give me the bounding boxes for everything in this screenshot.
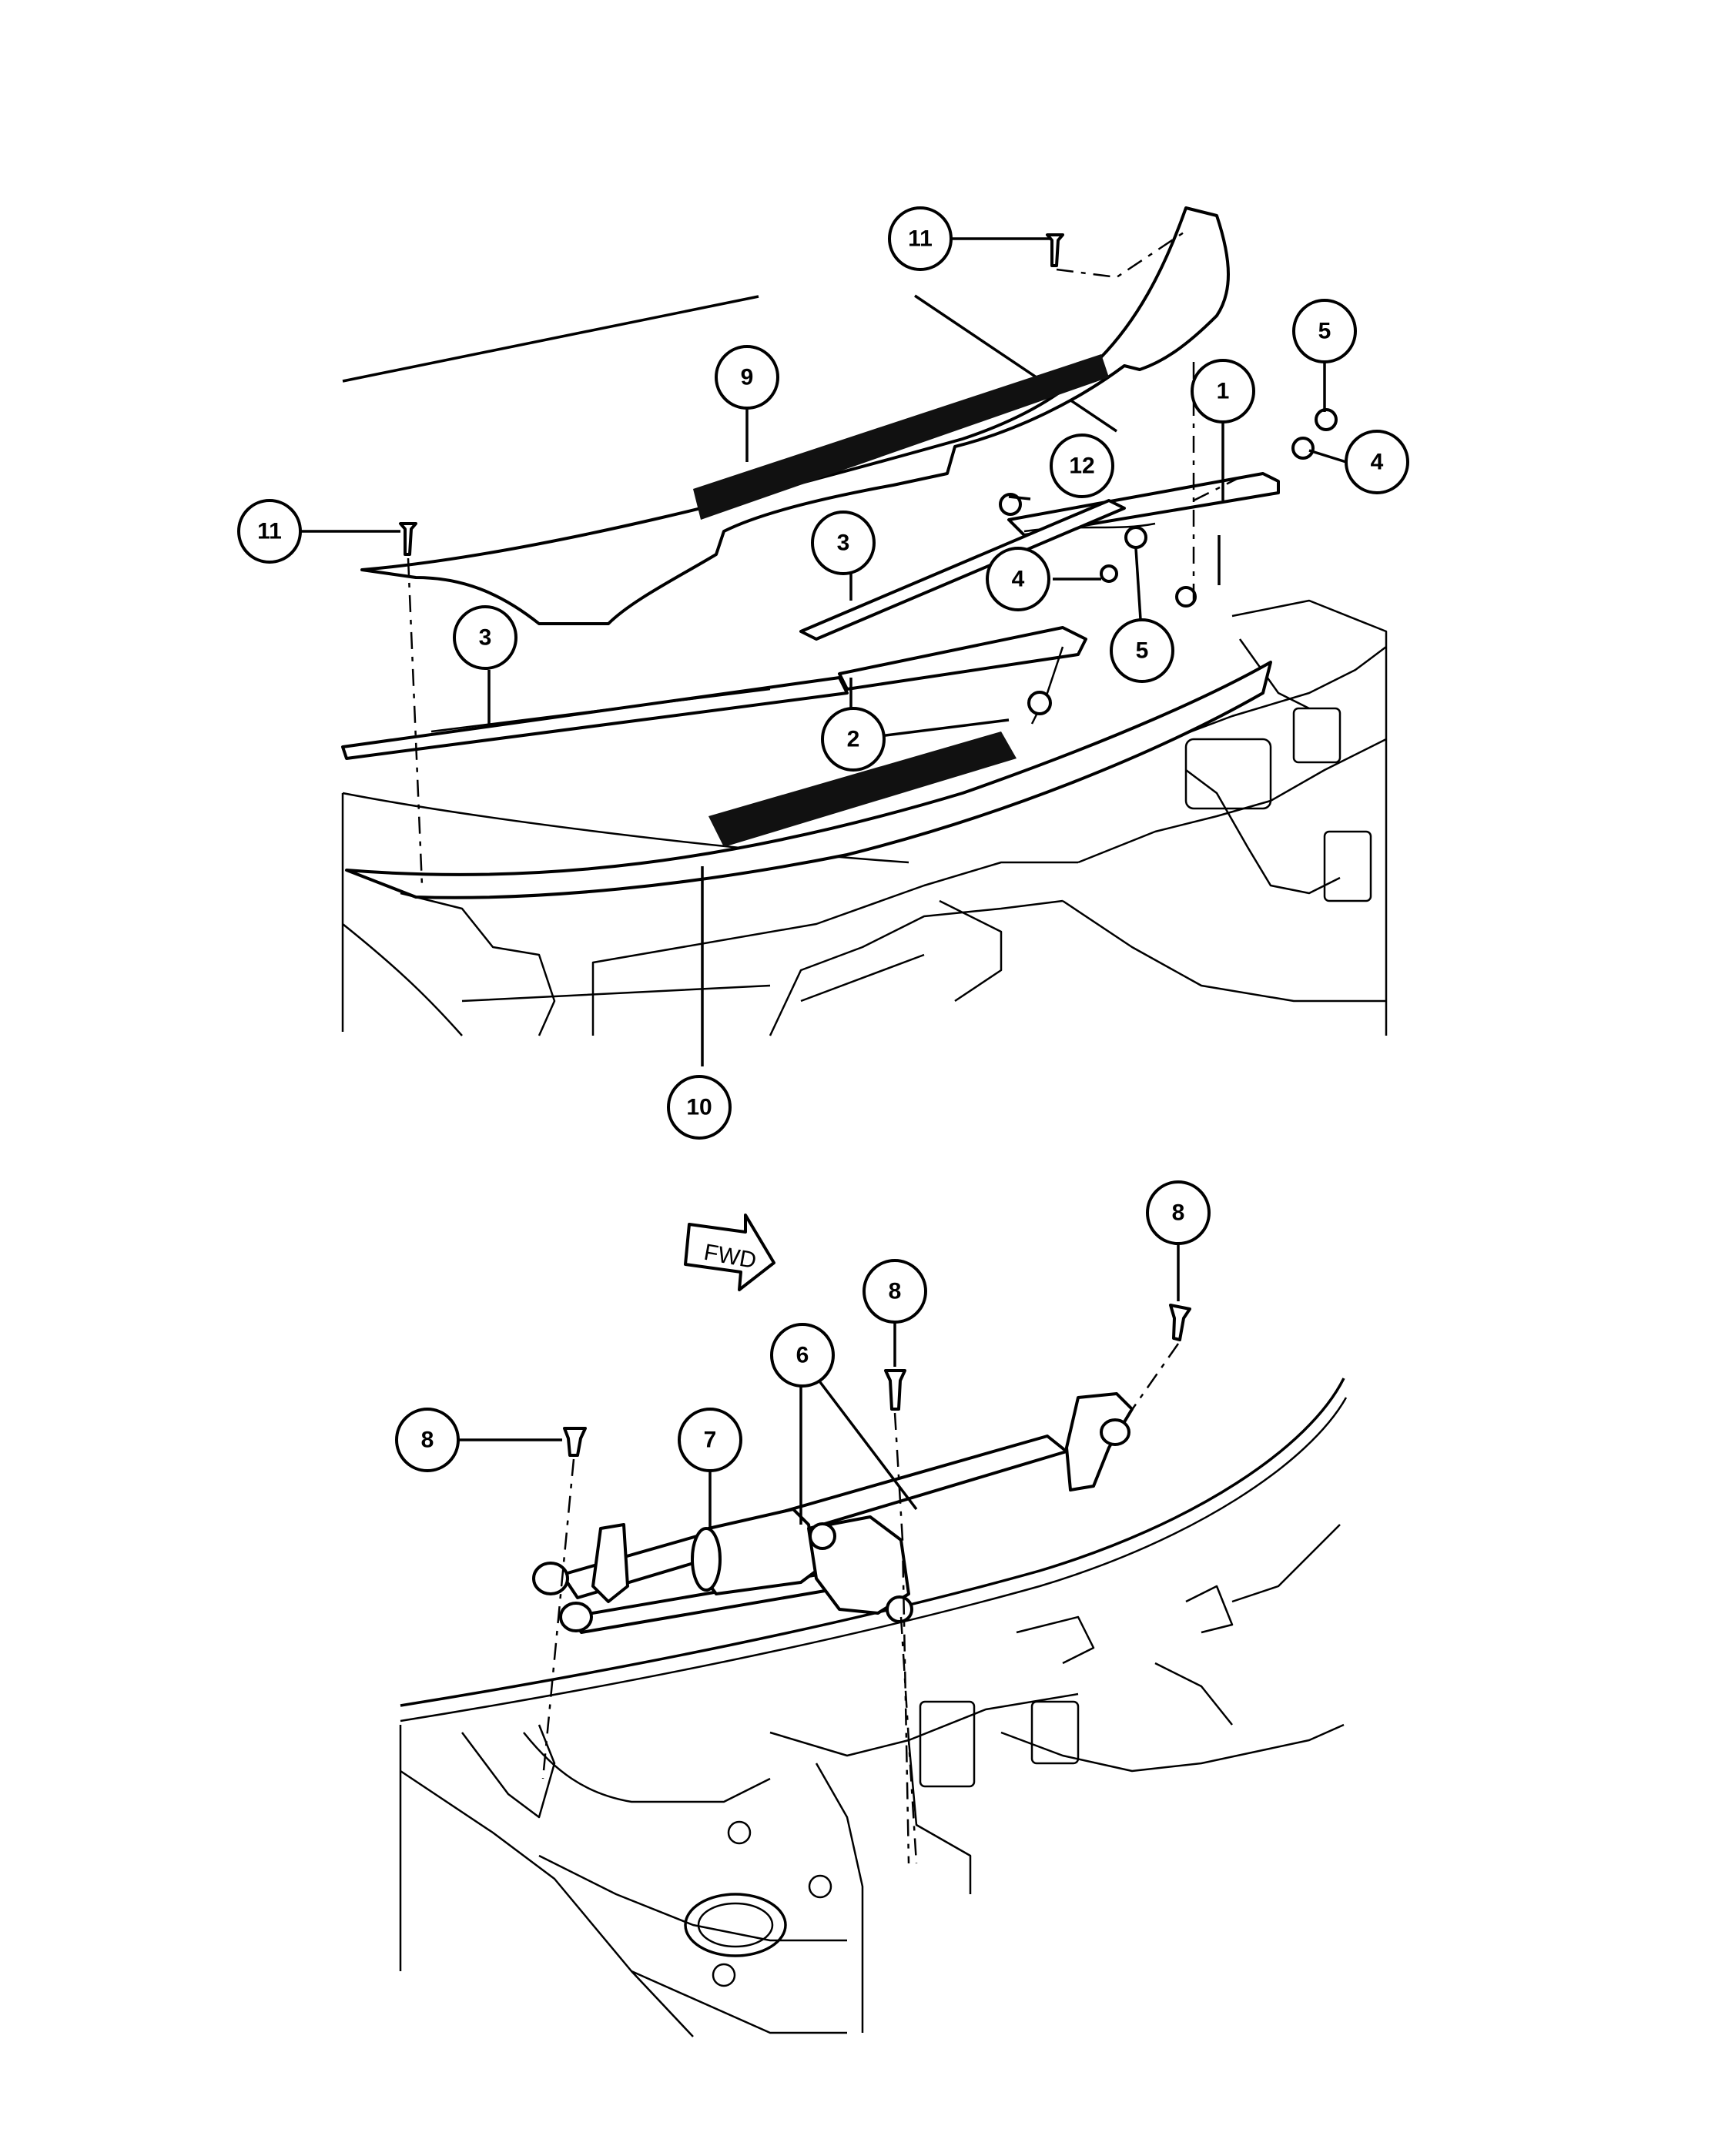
- callout-3-upper: 3: [811, 511, 876, 575]
- svg-text:7: 7: [704, 1428, 717, 1453]
- bolt-8-middle: [884, 1369, 906, 1411]
- svg-text:2: 2: [847, 727, 860, 752]
- wiper-blade-driver: [341, 676, 849, 760]
- callout-7: 7: [678, 1408, 742, 1472]
- install-line-11-right: [1056, 229, 1187, 279]
- svg-text:3: 3: [479, 625, 492, 651]
- svg-text:5: 5: [1136, 638, 1149, 664]
- svg-text:9: 9: [741, 365, 754, 390]
- svg-text:4: 4: [1371, 450, 1384, 475]
- callout-6: 6: [770, 1323, 835, 1388]
- svg-text:11: 11: [908, 226, 933, 252]
- grommet-upper: [809, 1522, 836, 1550]
- install-line-11-left: [407, 557, 424, 886]
- callout-1: 1: [1191, 359, 1255, 424]
- hood-edge-line: [342, 295, 759, 383]
- callout-4-mid: 4: [986, 547, 1050, 611]
- wiper-motor-endcap: [691, 1527, 722, 1592]
- svg-text:6: 6: [796, 1343, 809, 1368]
- callout-12: 12: [1050, 434, 1114, 498]
- install-line-bolt-left: [541, 1458, 575, 1779]
- bottom-assembly-view: FWD: [395, 1180, 1348, 2037]
- mount-bushing-right: [1100, 1418, 1130, 1446]
- svg-text:8: 8: [421, 1428, 434, 1453]
- pivot-stud-passenger: [1175, 586, 1197, 608]
- top-assembly-view: 11 11 9 1 5 4 12 3 4 5 3 2 10: [237, 206, 1409, 1140]
- wiper-blade-passenger: [799, 499, 1126, 641]
- hood-edge-line-right: [914, 294, 1117, 433]
- callout-10: 10: [667, 1075, 732, 1140]
- pivot-nut-lower: [1100, 564, 1118, 583]
- install-line-bolt-right: [1123, 1343, 1180, 1421]
- callout-2: 2: [821, 707, 886, 772]
- svg-text:5: 5: [1318, 319, 1331, 344]
- install-line-grommet: [899, 1616, 918, 1864]
- svg-text:8: 8: [1172, 1200, 1185, 1226]
- screw-11-right: [1046, 233, 1064, 267]
- callout-11-left: 11: [237, 499, 302, 564]
- callout-8-right: 8: [1146, 1180, 1211, 1245]
- engine-bay-structure: [341, 599, 1388, 1036]
- svg-text:10: 10: [686, 1095, 712, 1120]
- svg-text:8: 8: [889, 1279, 902, 1304]
- lower-body-structure: [399, 1524, 1345, 2037]
- pivot-cap-upper: [1124, 526, 1147, 549]
- grommet-lower: [886, 1595, 913, 1623]
- svg-text:1: 1: [1217, 379, 1230, 404]
- mount-bushing-lower: [559, 1602, 593, 1632]
- callout-3-lower: 3: [453, 605, 518, 670]
- cowl-top-panel: [360, 206, 1230, 625]
- fwd-direction-arrow: FWD: [684, 1214, 775, 1291]
- svg-text:3: 3: [837, 531, 850, 556]
- pivot-stud-driver: [1027, 691, 1052, 715]
- cowl-top-vent: [693, 354, 1109, 520]
- mount-bushing-left: [532, 1562, 569, 1595]
- bolt-8-right: [1169, 1304, 1191, 1341]
- wiper-arm-driver: [838, 626, 1087, 691]
- cowl-grille-vent: [708, 732, 1017, 847]
- screw-11-left: [399, 522, 417, 556]
- callout-4-right: 4: [1345, 430, 1409, 494]
- callout-5-top: 5: [1292, 299, 1357, 363]
- callout-8-middle: 8: [862, 1259, 927, 1324]
- cowl-edge-lower: [400, 1378, 1345, 1707]
- cowl-screen-panel: [345, 661, 1272, 899]
- callout-11-top: 11: [888, 206, 953, 271]
- svg-text:4: 4: [1012, 567, 1025, 592]
- pivot-tower-left: [591, 1523, 629, 1603]
- cowl-edge-inner: [400, 1397, 1348, 1722]
- pivot-nut-upper: [1291, 437, 1315, 460]
- callout-5-mid: 5: [1110, 618, 1174, 683]
- push-pin-12: [999, 493, 1022, 516]
- install-line-bolt-middle: [893, 1412, 910, 1864]
- pivot-tower-right: [1065, 1392, 1134, 1491]
- callout-9: 9: [715, 345, 779, 410]
- install-line-5: [1193, 476, 1241, 502]
- bolt-8-left: [563, 1427, 587, 1457]
- svg-text:11: 11: [257, 519, 282, 544]
- callout-8-left: 8: [395, 1408, 460, 1472]
- svg-text:12: 12: [1069, 454, 1094, 479]
- pivot-cap-upper-right: [1315, 408, 1338, 431]
